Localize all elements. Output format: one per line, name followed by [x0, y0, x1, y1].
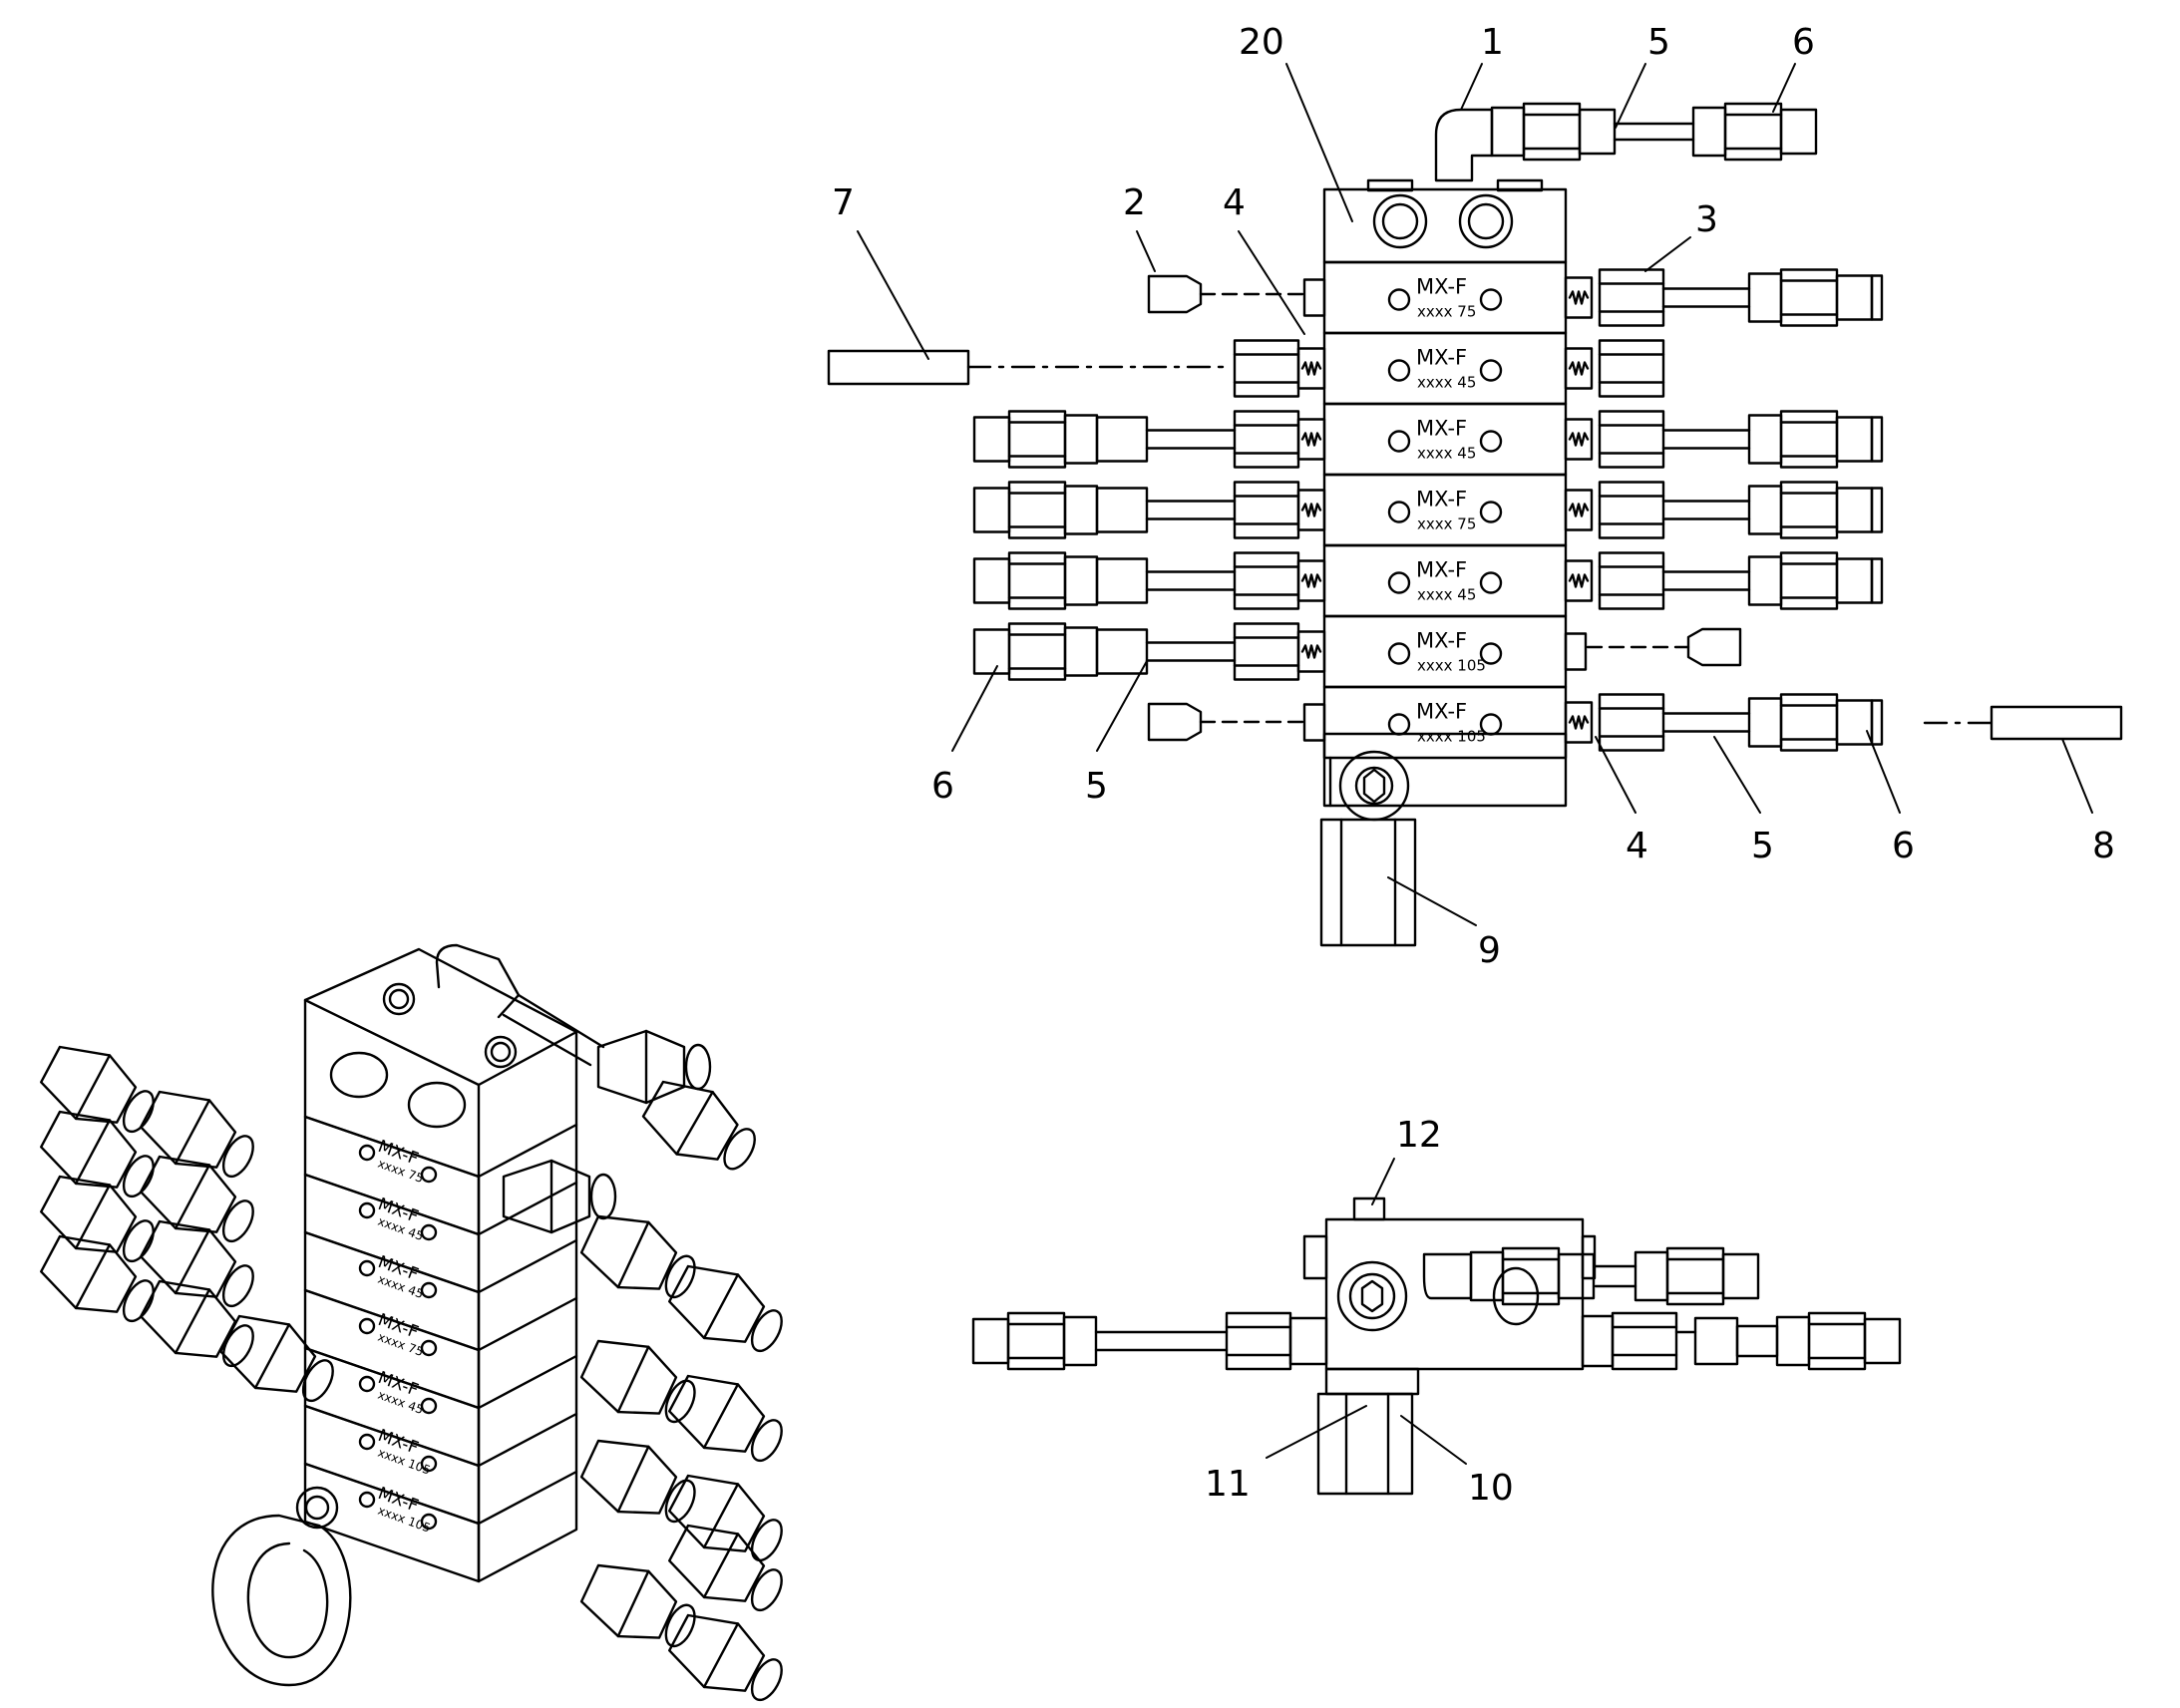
pipe-part-7 [827, 349, 970, 386]
iso-left-fittings [32, 1031, 347, 1420]
divider-block: MX-F xxxx 75 [1302, 260, 1884, 335]
callout-4-bottom: 4 [1626, 826, 1648, 866]
callout-labels: 1 2 3 4 4 5 5 5 6 6 6 7 8 9 10 11 12 20 [832, 22, 2115, 1509]
callout-10: 10 [1468, 1468, 1514, 1509]
elbow-fitting [1434, 108, 1494, 182]
side-port [1336, 1260, 1408, 1332]
mount-hole [1387, 571, 1411, 594]
block-sublabel: xxxx 45 [1417, 374, 1476, 392]
mounting-clamp [1319, 818, 1417, 947]
mount-hole [1387, 713, 1411, 736]
block-label: MX-F [1416, 558, 1467, 582]
callout-7: 7 [832, 182, 855, 223]
callout-8: 8 [2092, 826, 2115, 866]
block-label: MX-F [1416, 700, 1467, 724]
divider-block: MX-F xxxx 45 [972, 402, 1884, 477]
side-clamp [1316, 1392, 1414, 1496]
mount-hole [1479, 430, 1503, 453]
mount-hole [1387, 501, 1411, 523]
block-label: MX-F [1416, 629, 1467, 653]
block-label: MX-F [1416, 275, 1467, 299]
callout-6-left: 6 [931, 766, 954, 807]
mount-hole [1387, 430, 1411, 453]
mount-hole [1479, 642, 1503, 665]
pipe-part-8 [1990, 705, 2123, 741]
port-circle [1372, 193, 1428, 249]
port-circle [1458, 193, 1514, 249]
block-sublabel: xxxx 75 [1417, 303, 1476, 321]
divider-block: MX-F xxxx 105 [1302, 685, 1884, 760]
front-view: MX-F xxxx 75 MX-F xxxx 45 MX-F xxxx 45 MX-F xxx… [827, 102, 2123, 947]
divider-block: MX-F xxxx 45 [1233, 331, 1665, 406]
iso-right-fittings [502, 1159, 796, 1708]
side-body [1324, 1217, 1585, 1371]
divider-block-stack: MX-F xxxx 75 MX-F xxxx 45 MX-F xxxx 45 MX-F xxx… [972, 260, 1884, 760]
block-label: MX-F [1416, 488, 1467, 512]
mount-hole [1387, 359, 1411, 382]
callout-2: 2 [1123, 182, 1146, 223]
block-sublabel: xxxx 45 [1417, 445, 1476, 463]
callout-1: 1 [1481, 22, 1504, 63]
callout-5-right: 5 [1751, 826, 1774, 866]
divider-block: MX-F xxxx 105 [972, 614, 1588, 689]
block-label: MX-F [1416, 417, 1467, 441]
mount-hole [1479, 359, 1503, 382]
mount-hole [1479, 501, 1503, 523]
mount-hole [1387, 642, 1411, 665]
divider-block: MX-F xxxx 75 [972, 473, 1884, 547]
callout-3: 3 [1695, 199, 1718, 240]
callout-20: 20 [1239, 22, 1284, 63]
iso-top-face [303, 947, 578, 1087]
callout-12: 12 [1396, 1115, 1442, 1156]
callout-6-top: 6 [1792, 22, 1815, 63]
side-view [971, 1196, 1902, 1496]
callout-4-top: 4 [1223, 182, 1246, 223]
callout-11: 11 [1205, 1464, 1251, 1505]
callout-5-left: 5 [1085, 766, 1108, 807]
mount-hole [1479, 288, 1503, 311]
block-label: MX-F [1416, 346, 1467, 370]
iso-clamp [211, 1514, 352, 1687]
mount-bolt-circle [1338, 750, 1410, 822]
callout-5-top: 5 [1647, 22, 1670, 63]
callout-6-right: 6 [1892, 826, 1915, 866]
divider-block: MX-F xxxx 45 [972, 543, 1884, 618]
mount-hole [1387, 288, 1411, 311]
callout-9: 9 [1478, 930, 1501, 971]
leader-lines [857, 63, 2093, 1465]
block-sublabel: xxxx 45 [1417, 586, 1476, 604]
block-sublabel: xxxx 105 [1417, 728, 1486, 746]
block-sublabel: xxxx 105 [1417, 657, 1486, 675]
header-block [1322, 187, 1568, 264]
mount-hole [1479, 571, 1503, 594]
block-sublabel: xxxx 75 [1417, 515, 1476, 533]
